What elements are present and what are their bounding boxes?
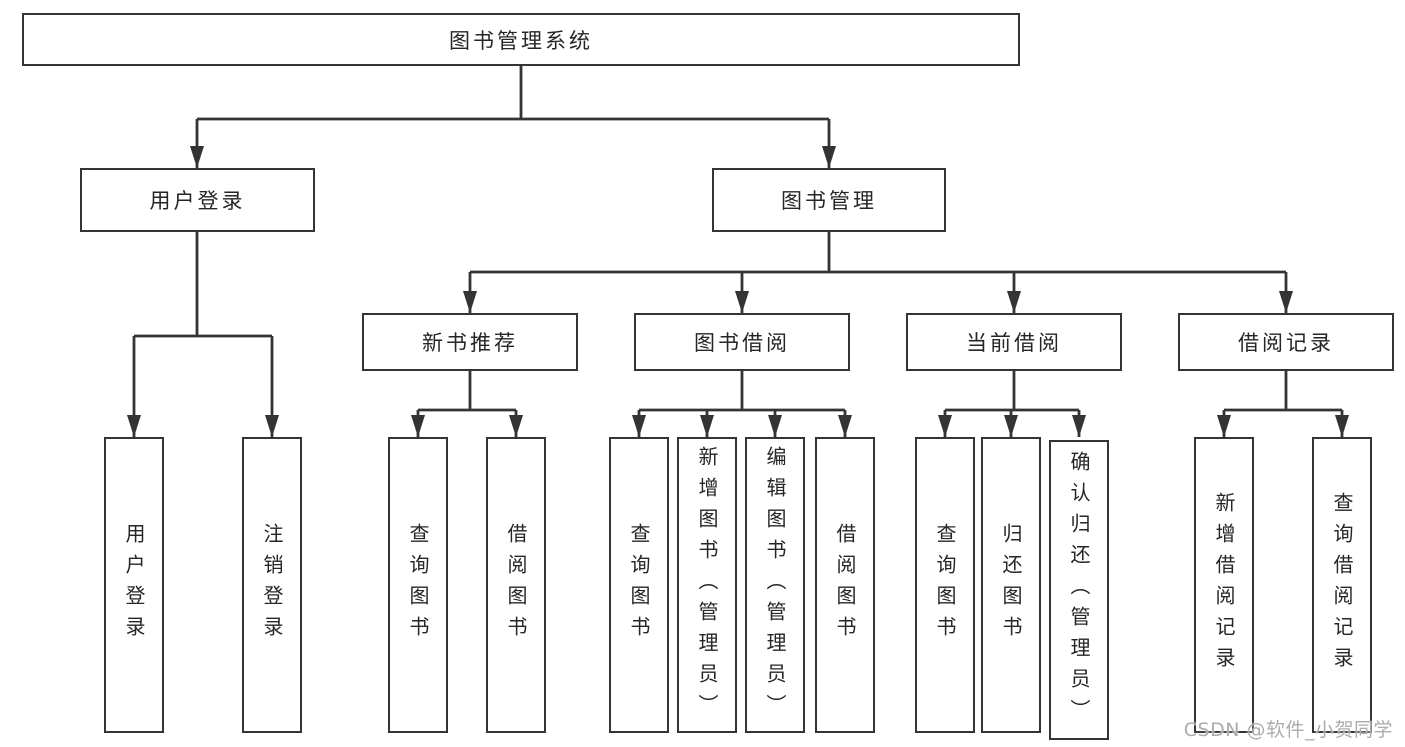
leaf-confirm-return-admin: 确认归还（管理员） (1049, 440, 1109, 740)
leaf-borrow-book-1-label: 借阅图书 (504, 523, 528, 647)
node-borrow-records-label: 借阅记录 (1238, 331, 1334, 355)
node-user-login: 用户登录 (80, 168, 315, 232)
leaf-borrow-book-2: 借阅图书 (815, 437, 875, 733)
leaf-return-book-label: 归还图书 (999, 523, 1023, 647)
leaf-return-book: 归还图书 (981, 437, 1041, 733)
node-root-label: 图书管理系统 (449, 28, 593, 53)
leaf-confirm-return-admin-label: 确认归还（管理员） (1067, 450, 1091, 730)
node-book-borrow: 图书借阅 (634, 313, 850, 371)
leaf-query-borrow-record-label: 查询借阅记录 (1330, 492, 1354, 678)
leaf-query-borrow-record: 查询借阅记录 (1312, 437, 1372, 733)
leaf-borrow-book-2-label: 借阅图书 (833, 523, 857, 647)
leaf-query-book-3: 查询图书 (915, 437, 975, 733)
node-root: 图书管理系统 (22, 13, 1020, 66)
node-new-book-recommend-label: 新书推荐 (422, 331, 518, 355)
node-book-management: 图书管理 (712, 168, 946, 232)
node-book-management-label: 图书管理 (781, 189, 877, 213)
leaf-user-login: 用户登录 (104, 437, 164, 733)
leaf-add-book-admin-label: 新增图书（管理员） (695, 445, 719, 725)
leaf-add-borrow-record-label: 新增借阅记录 (1212, 492, 1236, 678)
node-current-borrow-label: 当前借阅 (966, 331, 1062, 355)
leaf-add-borrow-record: 新增借阅记录 (1194, 437, 1254, 733)
leaf-logout-label: 注销登录 (260, 523, 284, 647)
leaf-user-login-label: 用户登录 (122, 523, 146, 647)
node-borrow-records: 借阅记录 (1178, 313, 1394, 371)
leaf-edit-book-admin-label: 编辑图书（管理员） (763, 445, 787, 725)
leaf-add-book-admin: 新增图书（管理员） (677, 437, 737, 733)
leaf-query-book-1: 查询图书 (388, 437, 448, 733)
node-current-borrow: 当前借阅 (906, 313, 1122, 371)
leaf-query-book-2: 查询图书 (609, 437, 669, 733)
leaf-logout: 注销登录 (242, 437, 302, 733)
leaf-query-book-2-label: 查询图书 (627, 523, 651, 647)
leaf-edit-book-admin: 编辑图书（管理员） (745, 437, 805, 733)
csdn-watermark: CSDN @软件_小贺同学 (1183, 719, 1393, 741)
node-user-login-label: 用户登录 (149, 189, 246, 213)
leaf-query-book-3-label: 查询图书 (933, 523, 957, 647)
leaf-query-book-1-label: 查询图书 (406, 523, 430, 647)
node-new-book-recommend: 新书推荐 (362, 313, 578, 371)
node-book-borrow-label: 图书借阅 (694, 331, 790, 355)
leaf-borrow-book-1: 借阅图书 (486, 437, 546, 733)
